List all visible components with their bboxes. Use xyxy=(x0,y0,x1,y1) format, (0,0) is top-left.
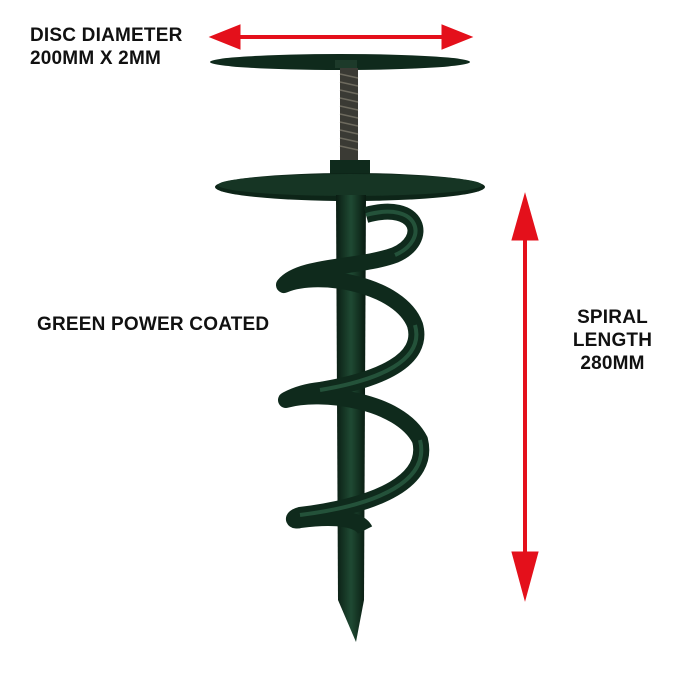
disc-diameter-value: 200MM X 2MM xyxy=(30,48,162,69)
anchor-body xyxy=(210,54,485,642)
spiral-length-line1: SPIRAL xyxy=(577,307,648,328)
disc-diameter-title: DISC DIAMETER xyxy=(30,25,183,46)
disc-diameter-arrow xyxy=(208,24,474,50)
disc-diameter-label: DISC DIAMETER 200MM X 2MM xyxy=(30,24,183,70)
spiral-length-label: SPIRAL LENGTH 280MM xyxy=(560,306,665,375)
spiral-length-value: 280MM xyxy=(580,353,645,374)
coating-label: GREEN POWER COATED xyxy=(37,314,270,335)
spiral-length-arrow xyxy=(511,192,539,602)
spiral-length-line2: LENGTH xyxy=(572,330,653,351)
